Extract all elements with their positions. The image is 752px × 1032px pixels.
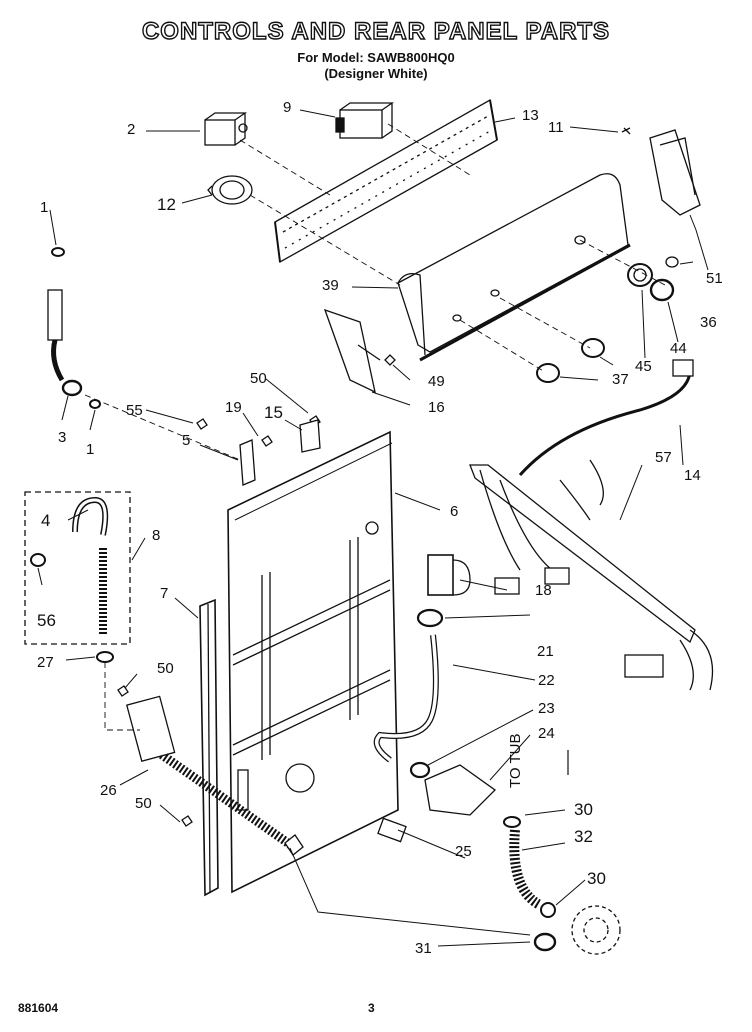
bracket-15 <box>299 419 321 453</box>
label-p50b: 50 <box>157 660 174 677</box>
knob-44 <box>649 278 675 302</box>
end-cap-51 <box>649 129 701 216</box>
label-p57: 57 <box>655 449 672 466</box>
label-p8: 8 <box>152 527 160 544</box>
label-p16: 16 <box>428 399 445 416</box>
clamp-27 <box>96 651 114 663</box>
control-bracket-13 <box>274 98 498 264</box>
drain-hose-26 <box>125 695 304 856</box>
label-p30b: 30 <box>587 869 606 888</box>
console-39 <box>397 173 631 362</box>
label-p9: 9 <box>283 99 291 116</box>
label-p25: 25 <box>455 843 472 860</box>
color-line: (Designer White) <box>324 66 428 81</box>
screw-55 <box>196 418 208 430</box>
washer-1-bottom <box>89 399 101 409</box>
label-p1a: 1 <box>40 199 48 216</box>
clamp-30-top <box>503 816 521 828</box>
label-p6: 6 <box>450 503 458 520</box>
label-p23: 23 <box>538 700 555 717</box>
clip-5 <box>239 439 256 486</box>
knob-37 <box>536 338 605 383</box>
side-strip-7 <box>199 598 219 897</box>
knob-45 <box>627 263 653 287</box>
tub-label: TO TUB <box>507 734 524 788</box>
label-p56: 56 <box>37 611 56 630</box>
hose-kit-box <box>24 491 131 645</box>
label-p44: 44 <box>670 340 687 357</box>
label-p37: 37 <box>612 371 629 388</box>
inlet-hose-3 <box>47 289 83 397</box>
page-number: 3 <box>368 1001 375 1015</box>
label-p27: 27 <box>37 654 54 671</box>
label-p24: 24 <box>538 725 555 742</box>
clamp-30-bottom <box>540 902 556 918</box>
label-p49: 49 <box>428 373 445 390</box>
switch-2 <box>204 112 248 146</box>
screw-50-bottom <box>181 815 193 827</box>
label-p15: 15 <box>264 403 283 422</box>
doc-number: 881604 <box>18 1001 59 1015</box>
label-p30a: 30 <box>574 800 593 819</box>
assembly-lines <box>84 123 666 731</box>
label-p12: 12 <box>157 195 176 214</box>
screw-19 <box>261 435 273 447</box>
timer-12 <box>207 175 253 205</box>
switch-9 <box>335 102 395 139</box>
clip-25 <box>377 817 407 843</box>
label-p4: 4 <box>41 511 50 530</box>
label-p3: 3 <box>58 429 66 446</box>
clamp-23 <box>409 761 431 779</box>
screw-50-mid <box>117 685 129 697</box>
label-p13: 13 <box>522 107 539 124</box>
label-p5: 5 <box>182 432 190 449</box>
clamp-31 <box>533 932 557 952</box>
bracket-24 <box>424 764 497 816</box>
leader-lines <box>37 109 709 947</box>
screw-49 <box>384 354 396 366</box>
label-p55: 55 <box>126 402 143 419</box>
label-p21: 21 <box>537 643 554 660</box>
label-p39: 39 <box>322 277 339 294</box>
label-p50c: 50 <box>135 795 152 812</box>
label-p2: 2 <box>127 121 135 138</box>
label-p51: 51 <box>706 270 723 287</box>
label-p19: 19 <box>225 399 242 416</box>
label-p32: 32 <box>574 827 593 846</box>
pressure-switch-18 <box>427 554 471 596</box>
washer-1-top <box>51 247 65 257</box>
rear-panel-6 <box>227 430 399 894</box>
pump-outline <box>571 905 621 955</box>
label-p45: 45 <box>635 358 652 375</box>
label-p31: 31 <box>415 940 432 957</box>
clip-16 <box>323 308 381 394</box>
model-line: For Model: SAWB800HQ0 <box>297 50 455 65</box>
clamp-56 <box>30 553 46 567</box>
page-title: CONTROLS AND REAR PANEL PARTS <box>141 17 611 45</box>
label-p7: 7 <box>160 585 168 602</box>
label-p14: 14 <box>684 467 701 484</box>
drain-hose-32 <box>509 829 543 910</box>
hose-4 <box>72 496 109 536</box>
screw-11 <box>621 127 631 135</box>
label-p1b: 1 <box>86 441 94 458</box>
harness-57 <box>469 359 714 691</box>
label-p11: 11 <box>548 119 564 136</box>
bushing-36 <box>665 256 679 268</box>
label-p18: 18 <box>535 582 552 599</box>
label-p36: 36 <box>700 314 717 331</box>
part-labels: 1 1 2 3 4 5 6 7 8 9 11 12 13 14 15 16 18… <box>37 99 723 957</box>
label-p26: 26 <box>100 782 117 799</box>
label-p22: 22 <box>538 672 555 689</box>
label-p50a: 50 <box>250 370 267 387</box>
clamp-21 <box>416 608 444 628</box>
